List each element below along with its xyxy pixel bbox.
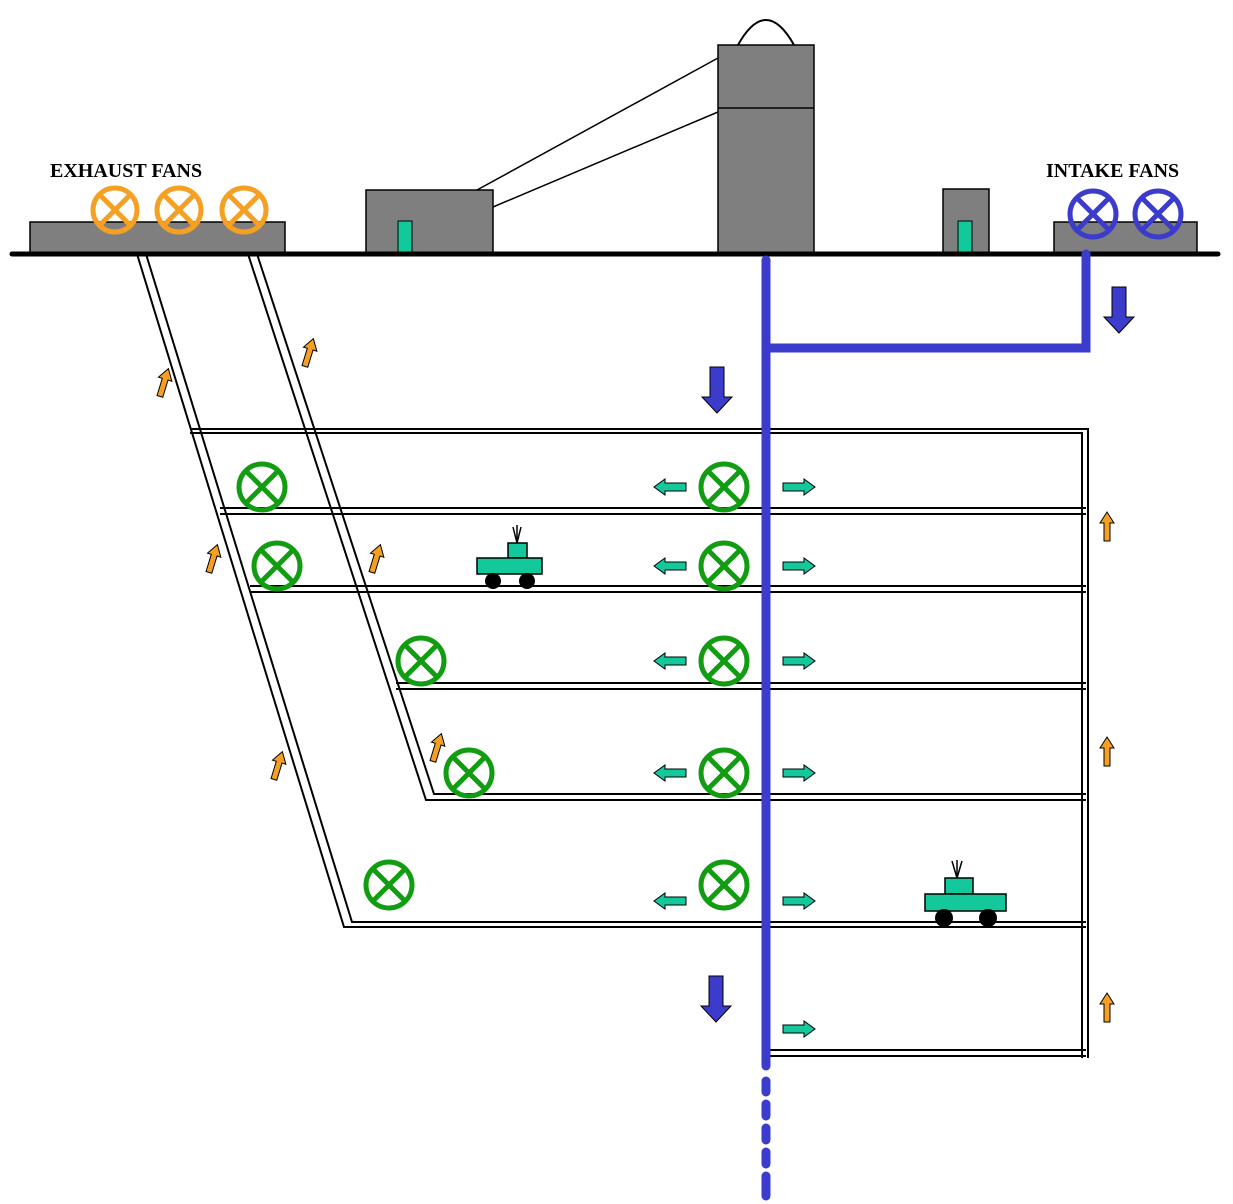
airflow-arrow-icon [782,557,816,575]
hoist-cable-lower [492,111,719,208]
headframe-sheave-wheel [737,19,795,46]
fan-cross-icon [1067,188,1119,240]
mine-levels [190,428,1089,1058]
airflow-arrow-icon [782,764,816,782]
airflow-arrow-icon [1099,736,1115,767]
fan-cross-icon [236,461,288,513]
fan-cross-icon [698,540,750,592]
airflow-arrow-icon [270,750,287,781]
airflow-arrow-icon [653,652,687,670]
fan-cross-icon [1132,188,1184,240]
airflow-arrow-icon [368,543,385,574]
fan-cross-icon [363,859,415,911]
fan-cross-icon [154,185,204,235]
fan-cross-icon [698,747,750,799]
intake-fans [1067,188,1184,240]
exhaust-fan-house [29,221,286,255]
exhaust-raise-1-b [145,253,1086,923]
airflow-arrow-icon [1102,286,1136,334]
airflow-arrow-icon [1099,511,1115,542]
fan-cross-icon [219,185,269,235]
airflow-arrow-icon [429,732,446,763]
exhaust-raise-1-a [136,253,1086,928]
mine-vehicle-icon [476,525,543,589]
exhaust-raise-2-a [247,253,1086,801]
intake-airflow-arrows [699,286,1136,1023]
airflow-arrow-icon [782,478,816,496]
intake-shaft [761,249,1091,1201]
intake-fans-label: INTAKE FANS [1046,160,1179,182]
exhaust-airflow-arrows [156,337,1115,1023]
fan-cross-icon [698,461,750,513]
fan-cross-icon [395,635,447,687]
level-airflow-arrows [653,478,816,1038]
surface-structures [29,44,1198,255]
hoist-house [365,189,494,255]
airflow-arrow-icon [653,557,687,575]
fan-cross-icon [90,185,140,235]
level-fans [236,461,750,911]
airflow-arrow-icon [156,367,173,398]
exhaust-raise-2-b [256,253,1086,795]
building-door [957,220,973,255]
return-airway-outer [190,428,1089,1058]
headframe [717,44,815,255]
intake-branch [761,249,1091,353]
airflow-arrow-icon [653,764,687,782]
airflow-arrow-icon [301,337,318,368]
airflow-arrow-icon [653,892,687,910]
fan-cross-icon [443,747,495,799]
airflow-arrow-icon [699,975,733,1023]
airflow-arrow-icon [782,892,816,910]
exhaust-fans [90,185,269,235]
mine-vehicle-icon [924,860,1007,927]
fan-cross-icon [251,540,303,592]
hoist-house-door [397,220,413,255]
exhaust-fans-label: EXHAUST FANS [50,160,202,182]
airflow-arrow-icon [653,478,687,496]
hoist-cable-upper [476,57,719,191]
airflow-arrow-icon [1099,992,1115,1023]
fan-cross-icon [698,635,750,687]
airflow-arrow-icon [205,543,222,574]
airflow-arrow-icon [782,652,816,670]
fan-cross-icon [698,859,750,911]
airflow-arrow-icon [700,366,734,414]
airflow-arrow-icon [782,1020,816,1038]
return-airway-inner [190,432,1083,1058]
